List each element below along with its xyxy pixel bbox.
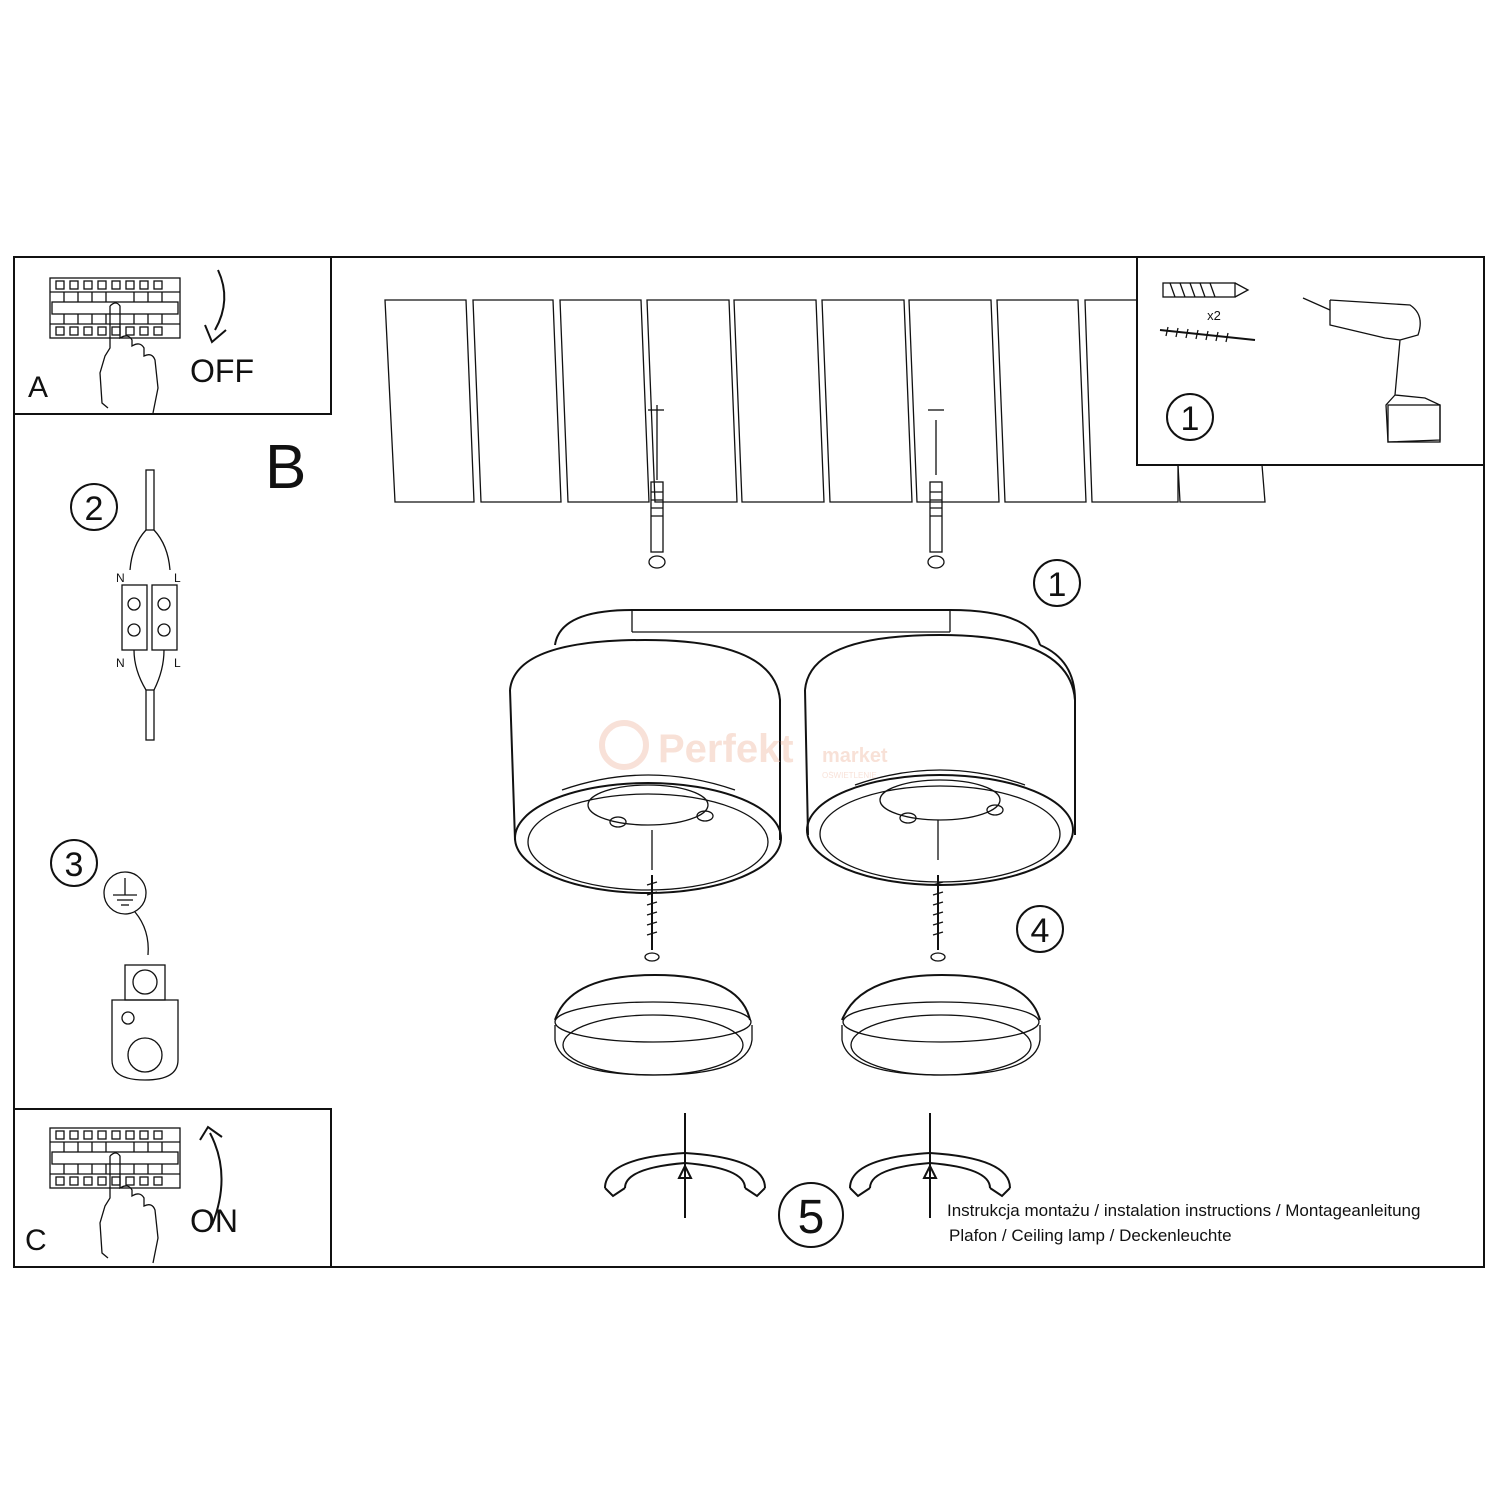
watermark-brand: Perfekt [658, 727, 794, 771]
step-3-number: 3 [65, 846, 84, 884]
ground-terminal-diagram: 3 [50, 839, 179, 1081]
ceiling-lamp-body [509, 609, 1076, 894]
ceiling-anchor-right [927, 409, 945, 569]
step-2-number: 2 [85, 490, 104, 528]
panel-a: A OFF [13, 256, 332, 415]
wall-plug-icon [1162, 282, 1250, 298]
step-1-marker [1033, 559, 1081, 607]
step-5-marker [778, 1182, 844, 1248]
neutral-label-bottom: N [116, 656, 125, 670]
quantity-label: x2 [1207, 308, 1221, 323]
panel-a-letter: A [28, 371, 48, 404]
live-label-bottom: L [174, 656, 181, 670]
caption-line-1: Instrukcja montażu / instalation instruc… [947, 1201, 1420, 1220]
lamp-cylinder-right [804, 633, 1076, 886]
step-1-kit-marker [1166, 393, 1214, 441]
step-4-marker [1016, 905, 1064, 953]
ground-symbol-icon [103, 871, 147, 915]
live-label-top: L [174, 571, 181, 585]
rotation-arrows-left-icon [604, 1112, 766, 1219]
wiring-connector-diagram: 2 N L N L [70, 469, 181, 741]
step-2-marker [70, 483, 118, 531]
on-label: ON [190, 1203, 238, 1239]
screw-icon [1159, 326, 1256, 343]
outer-frame [13, 256, 1485, 1268]
curved-arrow-up-icon [209, 1132, 223, 1226]
breaker-switch-icon [49, 277, 181, 414]
lamp-screw-right [930, 875, 946, 962]
ceiling-anchor-left [648, 405, 666, 569]
off-label: OFF [190, 353, 254, 389]
watermark-sub: OŚWIETLENIE [822, 771, 877, 780]
panel-c-letter: C [25, 1224, 47, 1257]
ceiling-boards [384, 299, 1266, 503]
lamp-screw-left [644, 875, 660, 962]
panel-c: C ON [13, 1108, 332, 1268]
step-1-number: 1 [1048, 566, 1067, 604]
mounting-kit-panel: x2 1 [1136, 256, 1485, 466]
step-4-number: 4 [1031, 912, 1050, 950]
step-3-marker [50, 839, 98, 887]
watermark-suffix: market [822, 745, 888, 767]
drill-icon [1302, 297, 1441, 443]
breaker-switch-icon [49, 1127, 181, 1264]
caption-line-2: Plafon / Ceiling lamp / Deckenleuchte [949, 1226, 1232, 1245]
watermark: Perfekt market OŚWIETLENIE [599, 720, 888, 780]
curved-arrow-down-icon [214, 269, 226, 331]
step-1-kit-number: 1 [1181, 400, 1200, 438]
step-5-number: 5 [798, 1191, 825, 1244]
diffuser-left [554, 973, 753, 1076]
lamp-cylinder-left [509, 638, 782, 894]
neutral-label-top: N [116, 571, 125, 585]
diffuser-right [841, 973, 1041, 1076]
panel-b-letter: B [265, 433, 306, 502]
